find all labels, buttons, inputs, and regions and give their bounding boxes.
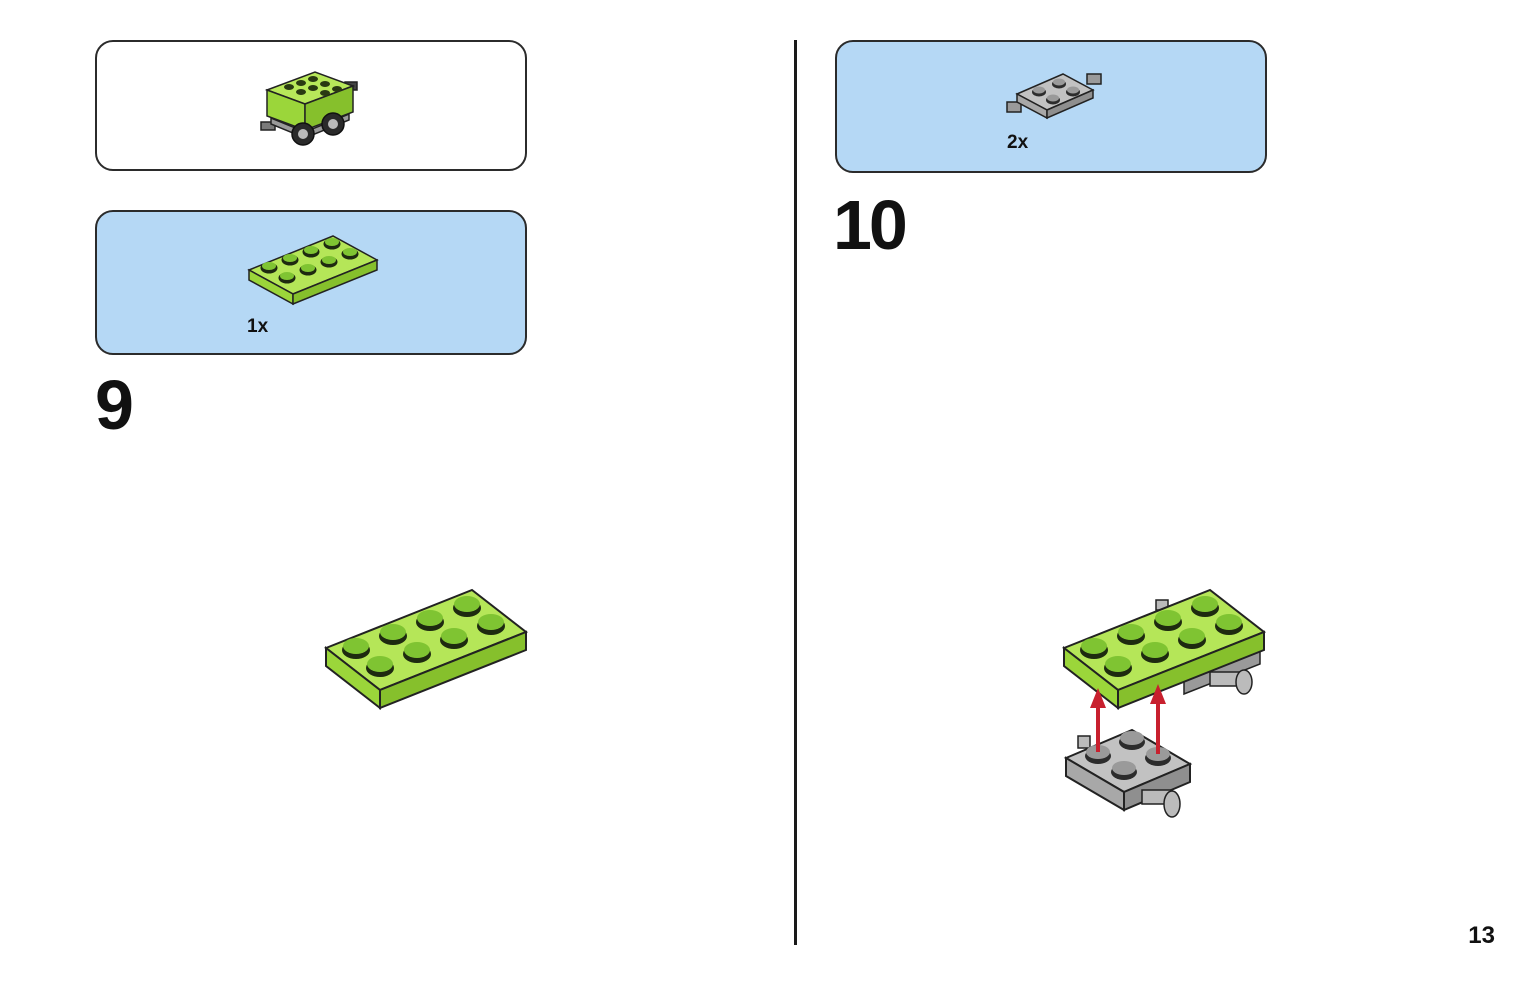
result-callout-box (95, 40, 527, 171)
gray-wheel-holder-plate-icon (1006, 73, 1102, 120)
page-divider (794, 40, 797, 945)
assembly-illustration (1062, 588, 1266, 818)
page-number: 13 (1468, 922, 1495, 949)
parts-callout-box: 2x (835, 40, 1267, 173)
lime-plate-2x4-icon (324, 588, 528, 711)
part-quantity-label: 2x (1007, 132, 1029, 153)
part-quantity-label: 1x (247, 316, 269, 337)
step-number-9: 9 (95, 366, 134, 444)
lime-plate-2x4-icon (247, 235, 379, 306)
step-number-10: 10 (833, 186, 908, 264)
parts-callout-box: 1x (95, 210, 527, 355)
completed-wagon-icon (260, 71, 358, 146)
